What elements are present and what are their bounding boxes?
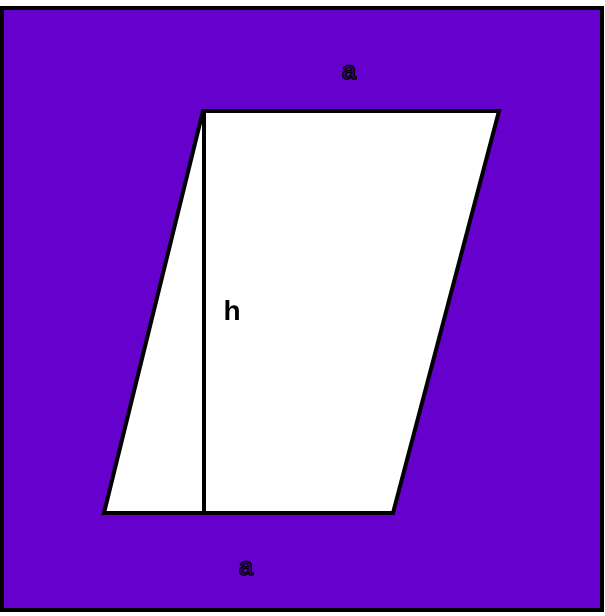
top-side-label: a [342, 55, 357, 85]
bottom-side-label: a [239, 551, 254, 581]
height-label: h [223, 295, 240, 326]
